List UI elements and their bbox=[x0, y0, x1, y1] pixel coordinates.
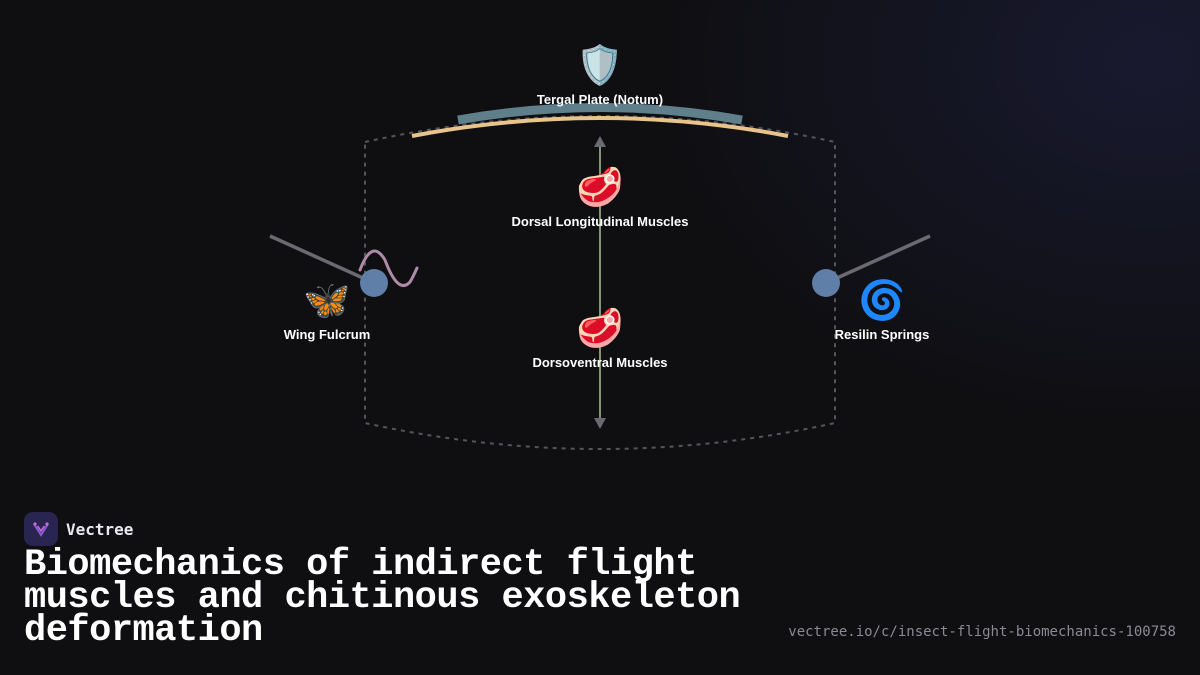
spiral-icon: 🌀 bbox=[858, 277, 905, 322]
arrow-up bbox=[594, 136, 606, 147]
left-wing bbox=[269, 234, 375, 285]
source-url: vectree.io/c/insect-flight-biomechanics-… bbox=[788, 624, 1176, 640]
left-pivot bbox=[360, 269, 388, 297]
node-dorsoventral-muscles: 🥩 Dorsoventral Muscles bbox=[532, 306, 667, 370]
node-label: Tergal Plate (Notum) bbox=[537, 92, 663, 107]
node-resilin-springs: 🌀 Resilin Springs bbox=[835, 277, 930, 342]
right-pivot bbox=[812, 269, 840, 297]
brand-name: Vectree bbox=[66, 519, 134, 539]
node-label: Dorsoventral Muscles bbox=[532, 355, 667, 370]
meat-icon: 🥩 bbox=[576, 306, 623, 351]
tergal-arc bbox=[411, 116, 789, 138]
node-label: Resilin Springs bbox=[835, 327, 930, 342]
node-wing-fulcrum: 🦋 Wing Fulcrum bbox=[284, 278, 371, 342]
node-tergal-plate: 🛡️ Tergal Plate (Notum) bbox=[537, 43, 663, 107]
node-label: Wing Fulcrum bbox=[284, 327, 371, 342]
meat-icon: 🥩 bbox=[576, 165, 623, 210]
thorax-outline bbox=[364, 115, 836, 450]
spring-wave bbox=[358, 249, 419, 287]
arrow-down bbox=[594, 418, 606, 429]
node-dorsal-longitudinal-muscles: 🥩 Dorsal Longitudinal Muscles bbox=[512, 165, 689, 229]
butterfly-icon: 🦋 bbox=[303, 278, 350, 322]
brand: Vectree bbox=[24, 512, 133, 546]
vectree-logo-icon bbox=[24, 512, 58, 546]
right-wing bbox=[825, 234, 931, 285]
node-label: Dorsal Longitudinal Muscles bbox=[512, 214, 689, 229]
shield-icon: 🛡️ bbox=[576, 43, 623, 87]
tergal-plate bbox=[457, 103, 743, 125]
page-title: Biomechanics of indirect flight muscles … bbox=[24, 544, 741, 652]
